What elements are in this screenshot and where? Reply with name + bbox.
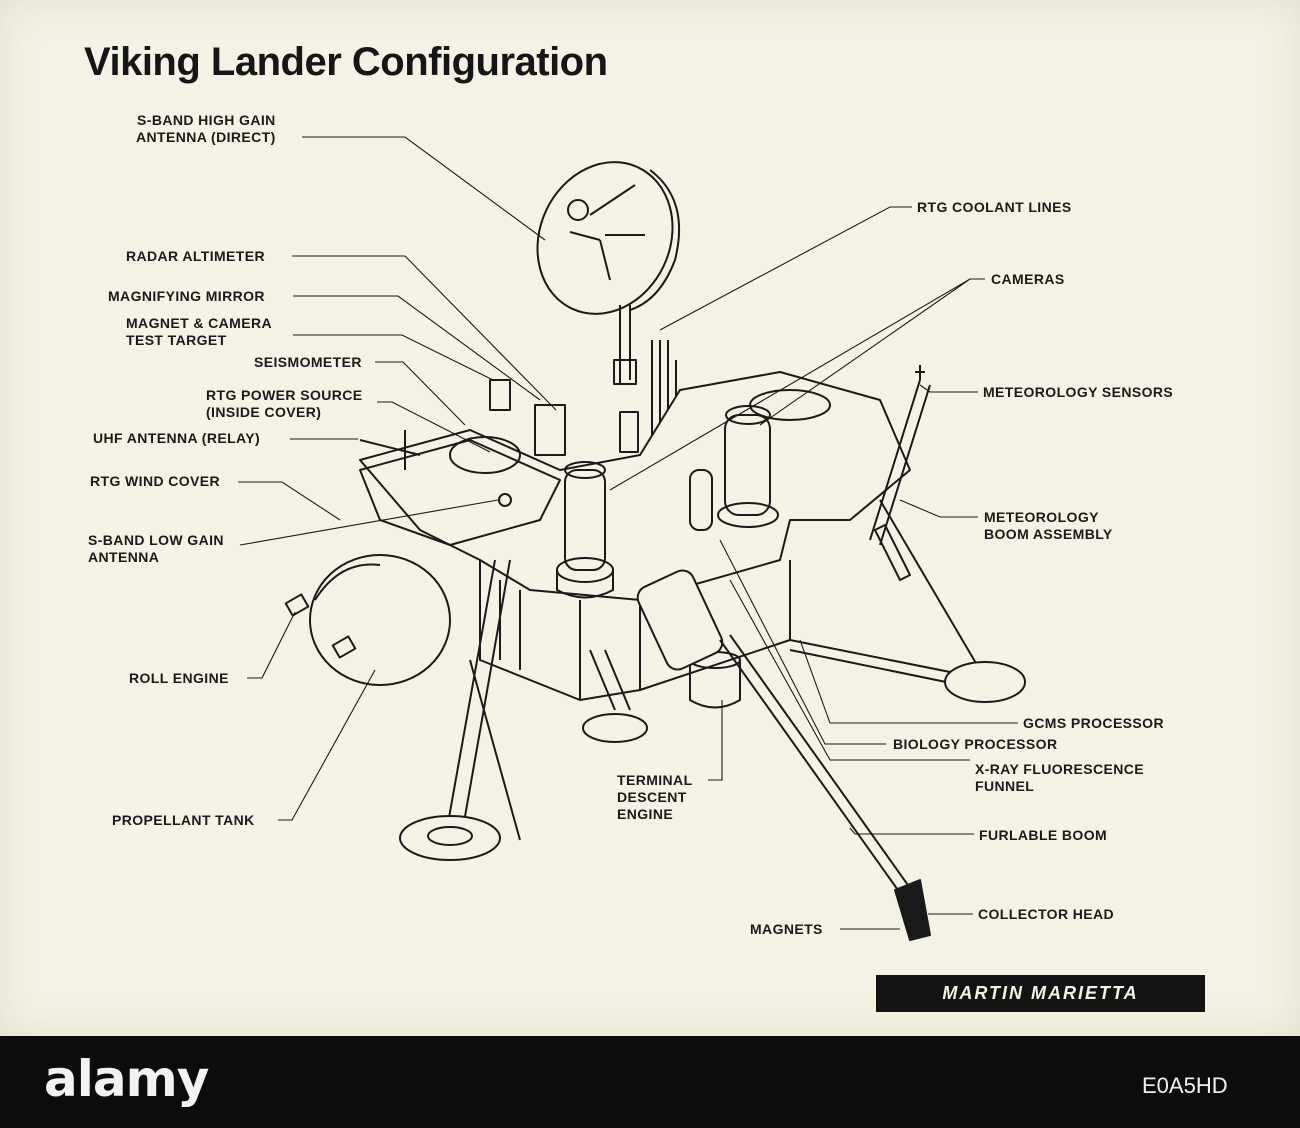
label-terminal-descent-engine: TERMINAL DESCENT ENGINE [617,772,693,822]
deck-top [359,371,911,601]
label-rtg-wind-cover: RTG WIND COVER [90,473,221,489]
furlable-boom [719,639,906,901]
camera-left [556,461,614,599]
label-propellant-tank: PROPELLANT TANK [112,812,255,828]
watermark-footer [0,1036,1300,1128]
sampler-housing [636,569,724,671]
label-s-band-low-gain-antenna: S-BAND LOW GAIN ANTENNA [88,532,224,565]
label-magnets: MAGNETS [750,921,823,937]
lander-illustration [284,161,1026,941]
label-radar-altimeter: RADAR ALTIMETER [126,248,265,264]
rtg-wind-cover [359,439,561,546]
leg-front-left [444,559,521,846]
terminal-descent-engine [689,660,741,709]
leg-right [789,499,991,691]
coolant-lines [651,340,677,480]
label-s-band-high-gain-antenna: S-BAND HIGH GAIN ANTENNA (DIRECT) [136,112,276,145]
label-uhf-antenna: UHF ANTENNA (RELAY) [93,430,261,446]
label-biology-processor: BIOLOGY PROCESSOR [893,736,1058,752]
label-xray-fluorescence-funnel: X-RAY FLUORESCENCE FUNNEL [975,761,1145,794]
label-furlable-boom: FURLABLE BOOM [979,827,1108,843]
leader-lines [238,136,1018,930]
label-rtg-coolant-lines: RTG COOLANT LINES [917,199,1072,215]
roll-engine [284,593,310,617]
label-gcms-processor: GCMS PROCESSOR [1023,715,1164,731]
meteorology-boom [869,379,931,581]
dish-rim [629,169,681,311]
label-rtg-power-source: RTG POWER SOURCE (INSIDE COVER) [206,387,363,420]
lander-drawing [238,136,1026,941]
camera-right [717,405,779,528]
label-meteorology-boom-assembly: METEOROLOGY BOOM ASSEMBLY [984,509,1113,542]
collector-head [894,879,931,941]
footpad-center [582,713,648,743]
watermark-logo: alamy [44,1050,209,1108]
watermark-image-id: E0A5HD [1142,1073,1228,1098]
footpad-right [944,661,1026,703]
label-seismometer: SEISMOMETER [254,354,362,370]
label-cameras: CAMERAS [991,271,1065,287]
diagram-sheet: Viking Lander Configuration [0,0,1300,1036]
label-meteorology-sensors: METEOROLOGY SENSORS [983,384,1174,400]
propellant-tank [309,554,451,686]
label-magnifying-mirror: MAGNIFYING MIRROR [108,288,265,304]
leg-center [589,649,631,711]
label-magnet-camera-test-target: MAGNET & CAMERA TEST TARGET [126,315,272,348]
dish-feed [567,199,589,221]
brand-logo: MARTIN MARIETTA [876,975,1205,1012]
label-roll-engine: ROLL ENGINE [129,670,229,686]
page-title: Viking Lander Configuration [84,40,608,84]
label-collector-head: COLLECTOR HEAD [978,906,1115,922]
footpad-front-left [399,815,501,861]
high-gain-dish [536,161,674,315]
